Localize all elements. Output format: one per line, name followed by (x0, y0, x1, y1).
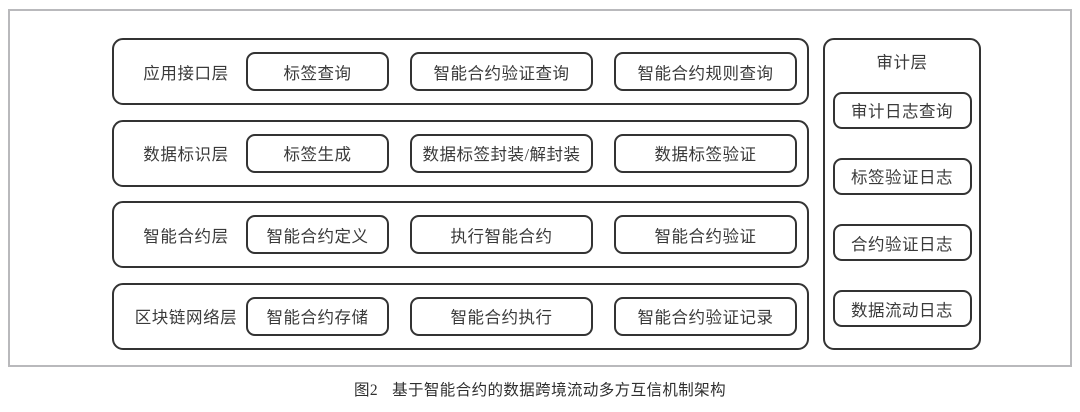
audit-item-list: 审计日志查询 标签验证日志 合约验证日志 数据流动日志 (825, 77, 979, 348)
figure-caption-number: 图2 (354, 382, 379, 399)
module-group: 智能合约存储 智能合约执行 智能合约验证记录 (246, 285, 797, 348)
module-group: 标签查询 智能合约验证查询 智能合约规则查询 (246, 40, 797, 103)
audit-layer-column: 审计层 审计日志查询 标签验证日志 合约验证日志 数据流动日志 (823, 38, 981, 350)
audit-layer-title: 审计层 (876, 53, 928, 72)
audit-item-box[interactable]: 数据流动日志 (832, 290, 972, 328)
module-box[interactable]: 数据标签封装/解封装 (410, 133, 593, 173)
module-group: 标签生成 数据标签封装/解封装 数据标签验证 (246, 122, 797, 185)
layer-row-blockchain-network: 区块链网络层 智能合约存储 智能合约执行 智能合约验证记录 (112, 282, 809, 350)
layer-name-label: 数据标识层 (143, 145, 229, 165)
figure-caption: 图2 基于智能合约的数据跨境流动多方互信机制架构 (0, 378, 1080, 400)
module-box[interactable]: 执行智能合约 (410, 215, 593, 255)
layer-row-data-identification: 数据标识层 标签生成 数据标签封装/解封装 数据标签验证 (112, 119, 809, 187)
layer-name-label: 区块链网络层 (134, 308, 238, 328)
layer-name-label: 应用接口层 (143, 63, 229, 83)
layer-row-smart-contract: 智能合约层 智能合约定义 执行智能合约 智能合约验证 (112, 201, 809, 269)
layer-stack: 应用接口层 标签查询 智能合约验证查询 智能合约规则查询 数据标识层 标签生成 … (112, 38, 809, 350)
module-box[interactable]: 数据标签验证 (614, 133, 797, 173)
audit-item-box[interactable]: 审计日志查询 (832, 91, 972, 129)
audit-item-box[interactable]: 标签验证日志 (832, 157, 972, 195)
module-box[interactable]: 智能合约验证查询 (410, 52, 593, 91)
layer-row-application-interface: 应用接口层 标签查询 智能合约验证查询 智能合约规则查询 (112, 38, 809, 105)
audit-item-box[interactable]: 合约验证日志 (832, 224, 972, 262)
module-box[interactable]: 智能合约验证 (614, 215, 797, 255)
module-box[interactable]: 智能合约验证记录 (614, 296, 797, 336)
module-group: 智能合约定义 执行智能合约 智能合约验证 (246, 203, 797, 266)
module-box[interactable]: 智能合约执行 (410, 296, 593, 336)
layer-name-label: 智能合约层 (143, 226, 229, 246)
figure-caption-text: 基于智能合约的数据跨境流动多方互信机制架构 (392, 382, 726, 399)
module-box[interactable]: 智能合约定义 (246, 215, 389, 255)
figure-frame: 应用接口层 标签查询 智能合约验证查询 智能合约规则查询 数据标识层 标签生成 … (8, 9, 1072, 367)
module-box[interactable]: 智能合约规则查询 (614, 52, 797, 91)
module-box[interactable]: 标签生成 (246, 133, 389, 173)
module-box[interactable]: 标签查询 (246, 52, 389, 91)
module-box[interactable]: 智能合约存储 (246, 296, 389, 336)
